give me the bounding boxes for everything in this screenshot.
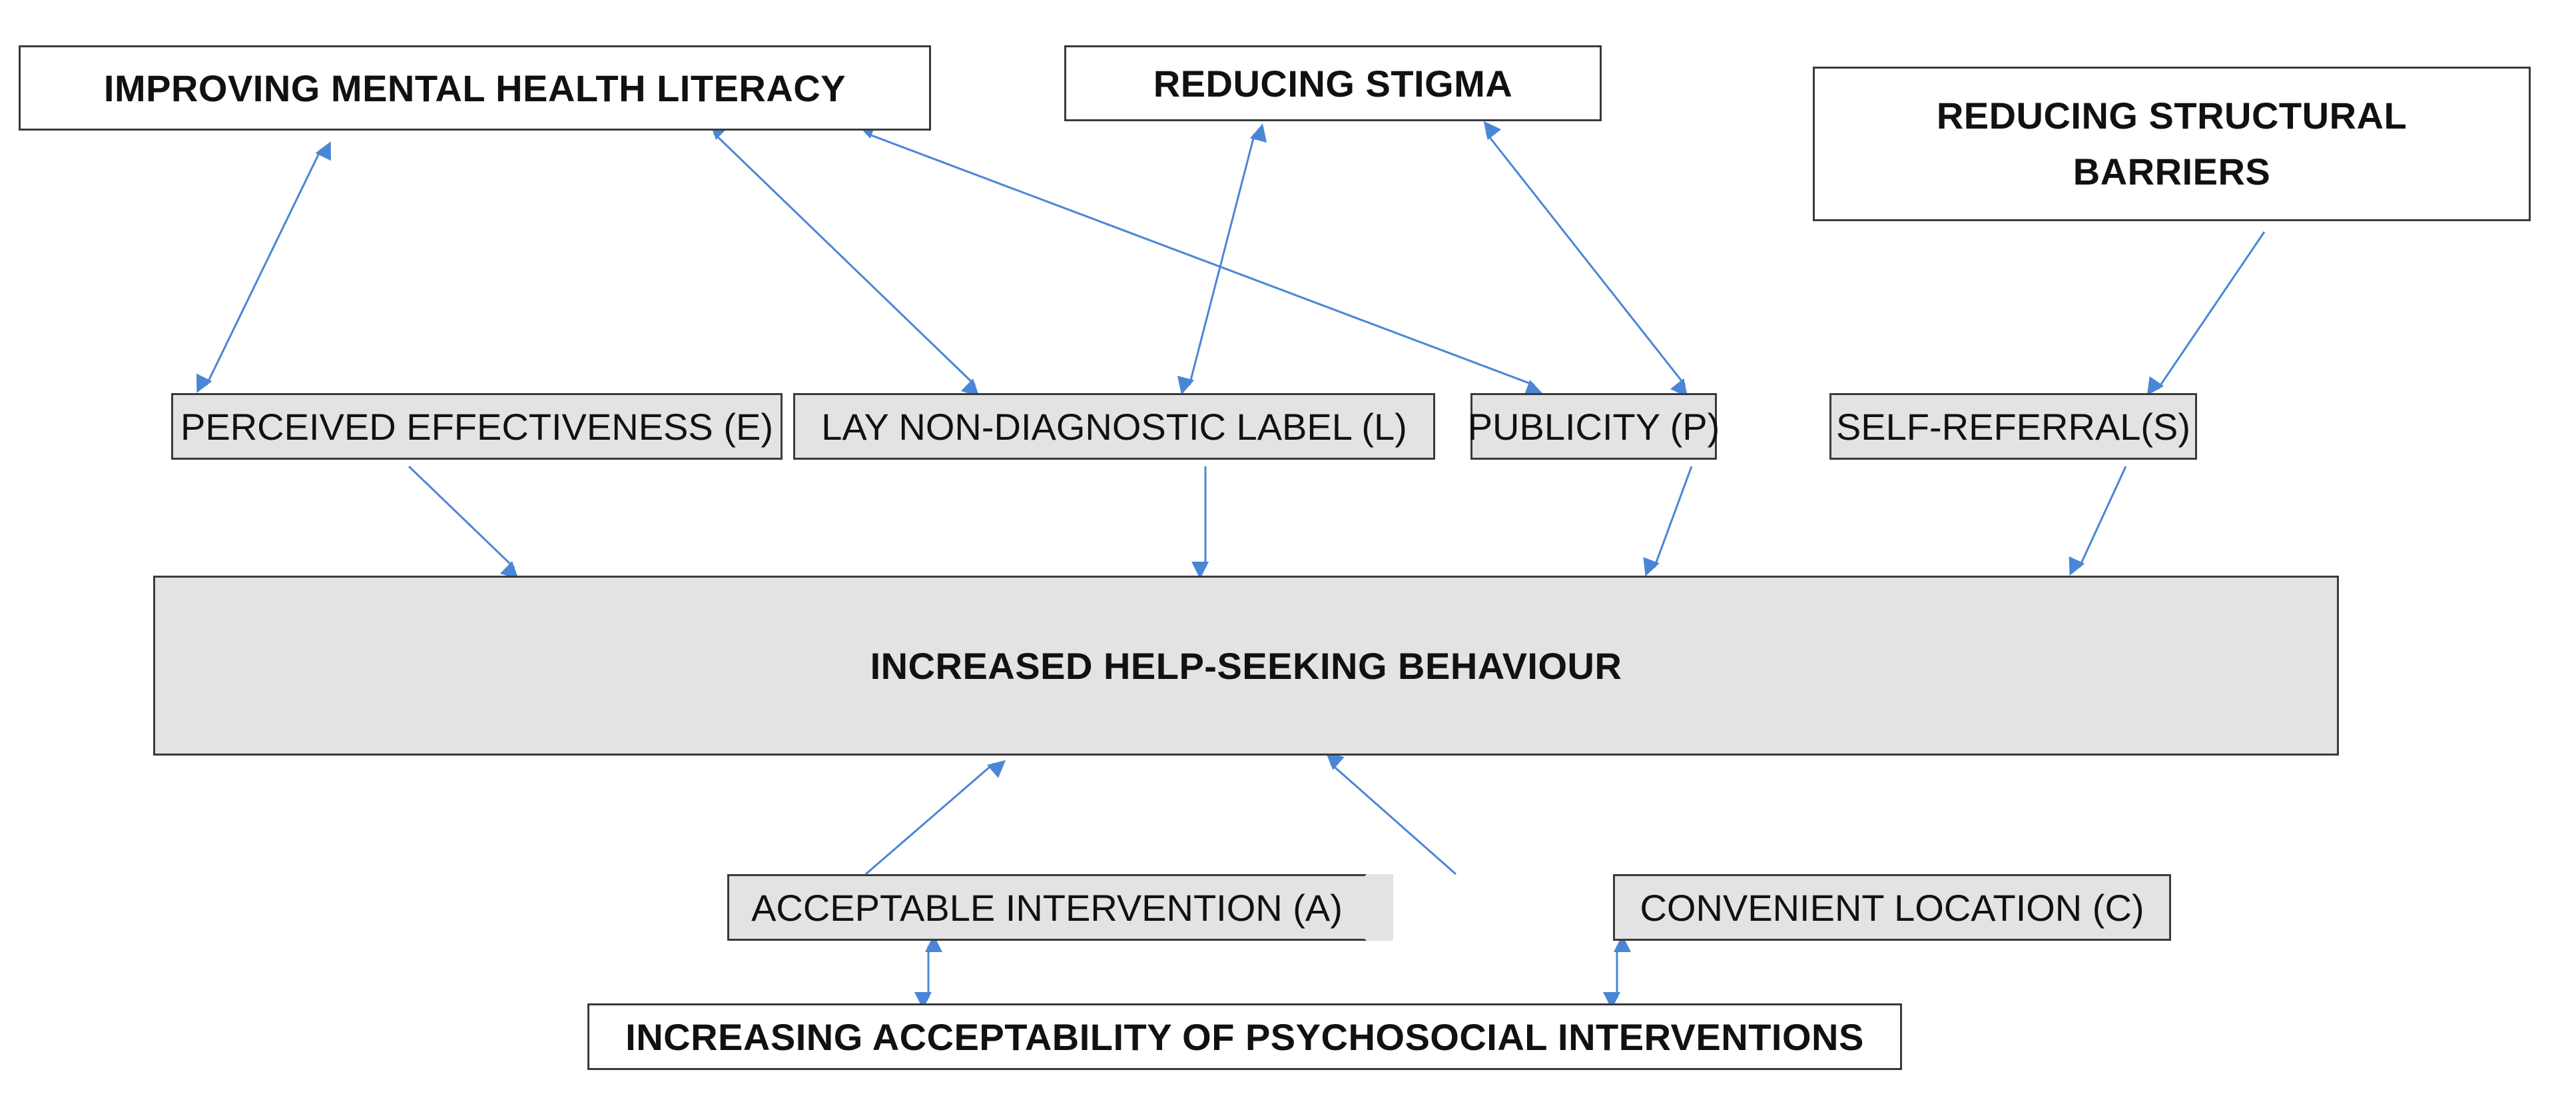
arrow-stigma-lay (1177, 123, 1267, 395)
arrow-mhl-perceived (196, 141, 331, 393)
node-label: INCREASING ACCEPTABILITY OF PSYCHOSOCIAL… (625, 1015, 1864, 1058)
node-label: PERCEIVED EFFECTIVENESS (E) (180, 405, 773, 448)
node-reducing-stigma: REDUCING STIGMA (1064, 45, 1602, 121)
node-self-referral: SELF-REFERRAL(S) (1829, 393, 2197, 460)
node-label: ACCEPTABLE INTERVENTION (A) (751, 886, 1343, 929)
arrow-mhl-lay (709, 121, 980, 397)
node-label: CONVENIENT LOCATION (C) (1640, 886, 2144, 929)
node-perceived-effectiveness: PERCEIVED EFFECTIVENESS (E) (171, 393, 783, 460)
arrow-perceived-increased (408, 465, 519, 580)
node-label: REDUCING STIGMA (1153, 62, 1513, 105)
node-reducing-structural-barriers: REDUCING STRUCTURAL BARRIERS (1813, 67, 2531, 221)
node-label: INCREASED HELP-SEEKING BEHAVIOUR (870, 644, 1622, 687)
node-publicity: PUBLICITY (P) (1467, 393, 1720, 460)
node-label: REDUCING STRUCTURAL BARRIERS (1936, 95, 2408, 193)
node-label: SELF-REFERRAL(S) (1835, 405, 2191, 448)
arrow-convenient-increased (1325, 752, 1456, 875)
arrow-selfref-increased (2069, 466, 2127, 576)
node-label: IMPROVING MENTAL HEALTH LITERACY (103, 67, 846, 109)
node-acceptable-intervention: ACCEPTABLE INTERVENTION (A) (727, 874, 1367, 941)
node-convenient-location: CONVENIENT LOCATION (C) (1613, 874, 2171, 941)
node-increasing-acceptability: INCREASING ACCEPTABILITY OF PSYCHOSOCIAL… (587, 1003, 1902, 1070)
node-label: LAY NON-DIAGNOSTIC LABEL (L) (821, 405, 1407, 448)
node-label: PUBLICITY (P) (1467, 405, 1720, 448)
node-improving-mental-health-literacy: IMPROVING MENTAL HEALTH LITERACY (19, 45, 931, 131)
arrow-publicity-increased (1643, 466, 1693, 577)
node-increased-help-seeking-behaviour: INCREASED HELP-SEEKING BEHAVIOUR (153, 576, 2339, 756)
arrow-acceptable-increased (865, 760, 1006, 875)
arrow-stigma-publicity (1483, 121, 1688, 398)
arrow-structural-selfref (2146, 231, 2266, 396)
node-lay-non-diagnostic-label: LAY NON-DIAGNOSTIC LABEL (L) (793, 393, 1435, 460)
node-shade-extension (1367, 874, 1393, 941)
